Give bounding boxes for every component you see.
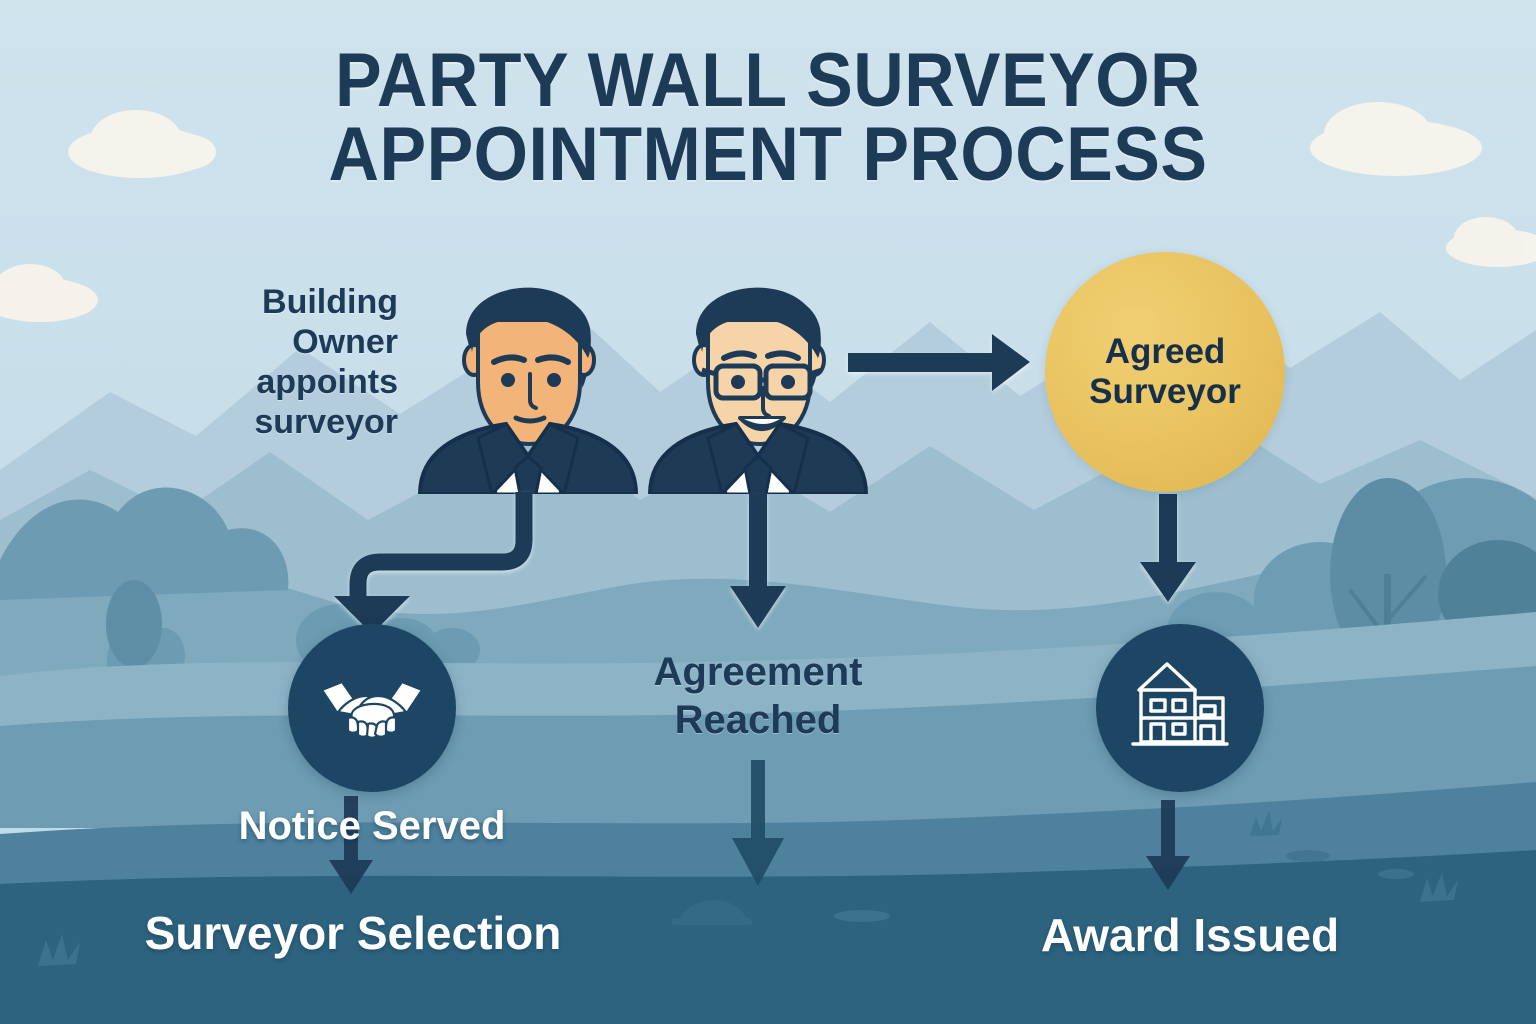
- agreed-surveyor-line-2: Surveyor: [1089, 372, 1241, 411]
- node-notice-served-icon[interactable]: [288, 624, 456, 792]
- building-owner-caption: Building Owner appoints surveyor: [254, 283, 398, 442]
- tree-left: [106, 580, 162, 690]
- handshake-icon: [320, 680, 424, 739]
- eyeglasses-icon: [701, 363, 823, 401]
- surveyor-one-avatar: [417, 287, 639, 498]
- surveyor-two-avatar: [647, 287, 869, 498]
- title-line-2: APPOINTMENT PROCESS: [328, 112, 1208, 198]
- tree-right-tall: [1330, 478, 1446, 674]
- label-award-issued: Award Issued: [1040, 909, 1340, 961]
- label-surveyor-selection: Surveyor Selection: [144, 907, 562, 959]
- node-award-issued-icon[interactable]: [1096, 624, 1264, 792]
- cloud-right: [1310, 102, 1482, 176]
- title-line-1: PARTY WALL SURVEYOR: [334, 38, 1202, 123]
- surveyor-illustrations: [410, 242, 930, 498]
- label-notice-served: Notice Served: [238, 804, 506, 848]
- distant-vehicle: [672, 900, 752, 925]
- cloud-top-left-small: [0, 264, 98, 322]
- agreement-reached-line-1: Agreement: [653, 650, 863, 694]
- ground-band-4: [0, 850, 1536, 1024]
- cloud-left: [68, 110, 216, 178]
- building-icon: [1131, 662, 1229, 746]
- agreement-reached-line-2: Reached: [674, 698, 842, 742]
- agreed-surveyor-line-1: Agreed: [1104, 332, 1226, 372]
- cloud-group: [0, 102, 1536, 322]
- grass-tufts: [38, 811, 1458, 966]
- label-agreement-reached: Agreement Reached: [578, 648, 938, 744]
- cloud-right-small: [1446, 217, 1536, 267]
- surveyor-pair-svg: [417, 287, 869, 498]
- page-title: PARTY WALL SURVEYOR APPOINTMENT PROCESS: [61, 38, 1474, 198]
- node-agreed-surveyor[interactable]: Agreed Surveyor: [1045, 252, 1285, 492]
